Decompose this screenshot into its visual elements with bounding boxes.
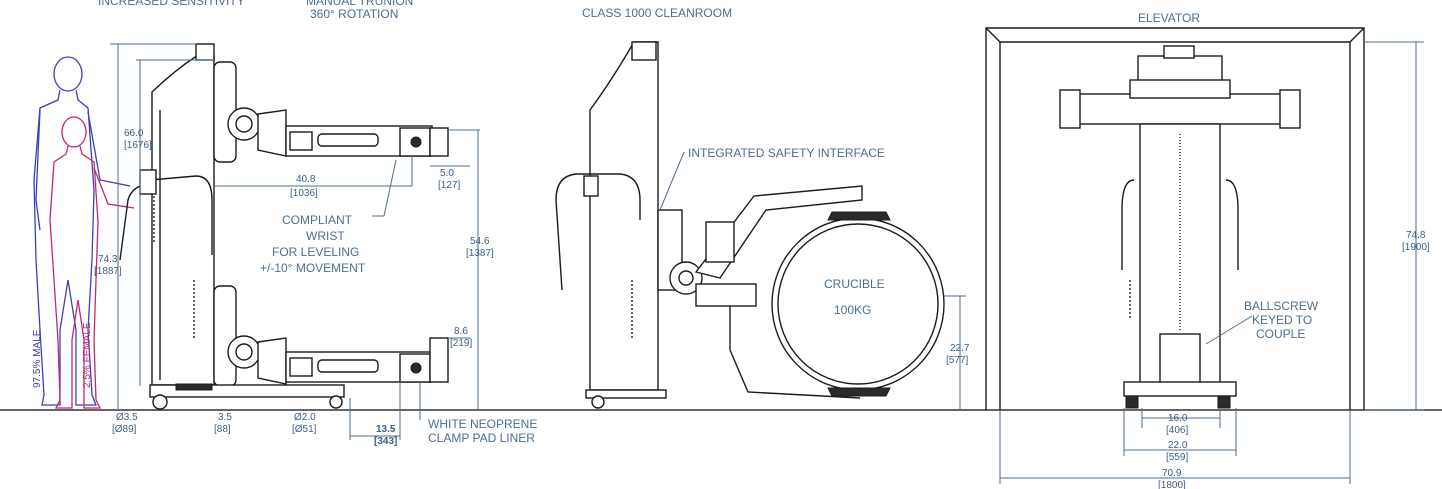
caption-sensitivity: INCREASED SENSITIVITY xyxy=(98,0,245,8)
dim-35a-in: Ø3.5 xyxy=(116,412,138,423)
safety-label: INTEGRATED SAFETY INTERFACE xyxy=(688,146,885,160)
dim-66-in: 66.0 xyxy=(124,128,144,139)
dim-160-mm: [406] xyxy=(1166,425,1188,436)
dim-748-in: 74.8 xyxy=(1406,230,1426,241)
elevator-frame xyxy=(985,27,1365,410)
side-view-machine xyxy=(119,43,449,410)
wrist-label-2: WRIST xyxy=(306,229,345,243)
ballscrew-label-3: COUPLE xyxy=(1256,327,1305,341)
male-label: 97.5% MALE xyxy=(32,329,43,388)
wrist-label-1: COMPLIANT xyxy=(282,213,353,227)
ballscrew-label-1: BALLSCREW xyxy=(1244,299,1319,313)
dim-748-mm: [1900] xyxy=(1402,242,1430,253)
dim-709-in: 70.9 xyxy=(1162,468,1182,479)
dim-135-in: 13.5 xyxy=(376,424,396,435)
dim-408-in: 40.8 xyxy=(296,174,316,185)
wrist-label-4: +/-10° MOVEMENT xyxy=(260,261,366,275)
female-label: 2.5% FEMALE xyxy=(82,322,93,388)
dim-227-mm: [577] xyxy=(946,355,968,366)
dim-220-in: 22.0 xyxy=(1168,440,1188,451)
ballscrew-leader xyxy=(1205,315,1253,345)
dim-86-mm: [219] xyxy=(450,338,472,349)
dim-135-mm: [343] xyxy=(374,436,397,447)
neoprene-label-1: WHITE NEOPRENE xyxy=(428,417,537,431)
dim-546-in: 54.6 xyxy=(470,236,490,247)
female-figure xyxy=(49,116,135,409)
elevator-front-machine xyxy=(1059,45,1301,409)
dim-408-mm: [1036] xyxy=(290,188,318,199)
dim-220-mm: [559] xyxy=(1166,452,1188,463)
dim-86-in: 8.6 xyxy=(454,326,468,337)
dim-709-mm: [1800] xyxy=(1158,480,1186,489)
dim-743-in: 74.3 xyxy=(98,254,118,265)
caption-trunion: MANUAL TRUNION xyxy=(306,0,413,8)
dim-160-in: 16.0 xyxy=(1168,413,1188,424)
dim-50-mm: [127] xyxy=(438,180,460,191)
ballscrew-label-2: KEYED TO xyxy=(1252,313,1312,327)
caption-elevator: ELEVATOR xyxy=(1138,11,1200,25)
dim-35a-mm: [Ø89] xyxy=(112,424,137,435)
crucible-view-machine xyxy=(555,41,945,409)
left-dimension-lines xyxy=(110,43,480,440)
caption-cleanroom: CLASS 1000 CLEANROOM xyxy=(582,6,732,20)
caption-rotation: 360° ROTATION xyxy=(310,7,398,21)
male-figure xyxy=(33,56,131,406)
safety-leader xyxy=(659,151,685,211)
dim-20-mm: [Ø51] xyxy=(292,424,317,435)
dim-20-in: Ø2.0 xyxy=(294,412,316,423)
crucible-weight: 100KG xyxy=(834,303,871,317)
neoprene-label-2: CLAMP PAD LINER xyxy=(428,431,535,445)
dim-66-mm: [1676] xyxy=(124,140,152,151)
wrist-label-3: FOR LEVELING xyxy=(272,245,359,259)
dim-743-mm: [1887] xyxy=(94,266,122,277)
dim-227-in: 22.7 xyxy=(950,343,970,354)
dim-546-mm: [1387] xyxy=(466,248,494,259)
dim-35b-in: 3.5 xyxy=(218,412,232,423)
dim-35b-mm: [88] xyxy=(214,424,231,435)
crucible-label: CRUCIBLE xyxy=(824,277,885,291)
elevator-dimension-lines xyxy=(999,41,1424,484)
dim-50-in: 5.0 xyxy=(440,168,454,179)
